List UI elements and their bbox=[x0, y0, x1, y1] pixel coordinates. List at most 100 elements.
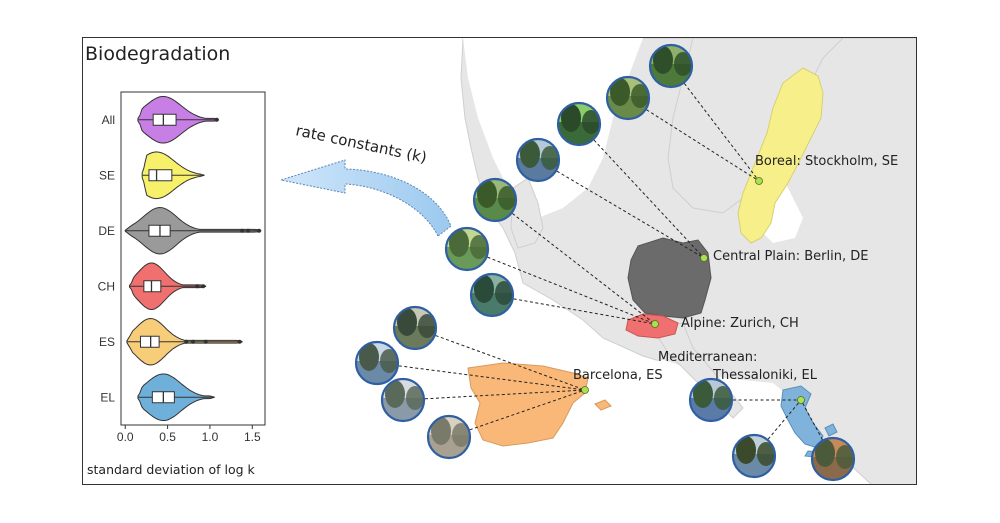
photo-tree-b-12 bbox=[757, 442, 775, 466]
outlier-ch-1 bbox=[201, 284, 206, 289]
site-photo-0 bbox=[648, 43, 694, 89]
site-dot-stockholm bbox=[755, 177, 763, 185]
photo-ring-13 bbox=[810, 436, 856, 482]
photo-tree-a-3 bbox=[520, 140, 540, 168]
site-photo-content-4 bbox=[474, 179, 516, 221]
photo-tree-b-3 bbox=[541, 146, 559, 170]
photo-ring-6 bbox=[469, 272, 515, 318]
photo-ring-9 bbox=[380, 377, 426, 423]
photo-tree-a-10 bbox=[431, 417, 451, 445]
site-dot-berlin bbox=[700, 254, 708, 262]
site-photo-2 bbox=[556, 101, 602, 147]
photo-tree-a-4 bbox=[477, 180, 497, 208]
curved-arrow-shape bbox=[280, 159, 452, 237]
x-tick-0: 0.0 bbox=[117, 430, 134, 444]
site-photo-3 bbox=[515, 137, 561, 183]
panel-title: Biodegradation bbox=[85, 43, 230, 65]
y-tick-ch: CH bbox=[98, 279, 115, 293]
site-photo-content-7 bbox=[394, 307, 436, 349]
outlier-de-2 bbox=[257, 228, 262, 233]
sites-layer bbox=[354, 43, 856, 482]
outlier-all-0 bbox=[214, 117, 219, 122]
outlier-es-2 bbox=[203, 339, 208, 344]
x-tick-2: 1.0 bbox=[202, 430, 219, 444]
photo-ring-11 bbox=[688, 377, 734, 423]
arrow-label: rate constants (k) bbox=[294, 121, 428, 166]
photo-ring-2 bbox=[556, 101, 602, 147]
label-zurich: Alpine: Zurich, CH bbox=[681, 316, 799, 331]
photo-tree-b-11 bbox=[714, 386, 732, 410]
photo-ring-10 bbox=[426, 414, 472, 460]
box-se bbox=[148, 169, 173, 182]
plot-area bbox=[120, 91, 266, 426]
site-photo-8 bbox=[354, 340, 400, 386]
photo-tree-b-5 bbox=[470, 235, 488, 259]
x-tick-3: 1.5 bbox=[244, 430, 261, 444]
figure-panel: Boreal: Stockholm, SE Central Plain: Ber… bbox=[82, 37, 917, 485]
label-mediterranean: Mediterranean: bbox=[658, 350, 757, 365]
link-line-7 bbox=[414, 327, 586, 391]
photo-tree-a-5 bbox=[449, 229, 469, 257]
germany-region bbox=[627, 237, 712, 319]
outlier-ch-0 bbox=[195, 284, 200, 289]
site-photo-content-5 bbox=[446, 228, 488, 270]
site-photo-content-13 bbox=[812, 438, 854, 480]
site-photo-12 bbox=[731, 433, 777, 479]
outlier-de-1 bbox=[246, 228, 251, 233]
y-tick-de: DE bbox=[98, 224, 115, 238]
outlier-es-1 bbox=[191, 339, 195, 344]
site-photo-content-12 bbox=[733, 435, 775, 477]
figure-canvas: Boreal: Stockholm, SE Central Plain: Ber… bbox=[85, 38, 916, 484]
photo-ring-4 bbox=[472, 177, 518, 223]
site-photo-content-6 bbox=[471, 274, 513, 316]
photo-tree-a-11 bbox=[693, 380, 713, 408]
label-barcelona: Barcelona, ES bbox=[573, 368, 663, 383]
photo-tree-b-1 bbox=[631, 84, 649, 108]
photo-ring-3 bbox=[515, 137, 561, 183]
site-photo-content-8 bbox=[356, 342, 398, 384]
link-line-1 bbox=[627, 97, 760, 182]
site-photo-11 bbox=[688, 377, 734, 423]
outlier-es-3 bbox=[237, 339, 242, 344]
box-ch bbox=[143, 280, 162, 293]
photo-tree-a-0 bbox=[653, 46, 673, 74]
site-photo-7 bbox=[392, 305, 438, 351]
photo-tree-a-13 bbox=[815, 439, 835, 467]
box-all bbox=[152, 113, 177, 126]
label-stockholm: Boreal: Stockholm, SE bbox=[755, 154, 898, 169]
link-line-3 bbox=[537, 159, 705, 259]
photo-tree-a-2 bbox=[561, 104, 581, 132]
link-line-9 bbox=[402, 389, 586, 401]
photo-tree-b-6 bbox=[495, 281, 513, 305]
site-photo-content-3 bbox=[517, 139, 559, 181]
photo-tree-b-2 bbox=[582, 110, 600, 134]
site-photo-content-1 bbox=[607, 77, 649, 119]
photo-tree-a-8 bbox=[359, 343, 379, 371]
photo-tree-b-7 bbox=[418, 314, 436, 338]
photo-ring-7 bbox=[392, 305, 438, 351]
x-axis-label: standard deviation of log k bbox=[87, 462, 256, 477]
photo-ring-12 bbox=[731, 433, 777, 479]
outlier-de-0 bbox=[240, 228, 245, 233]
rate-constants-arrow: rate constants (k) bbox=[280, 121, 452, 237]
label-thessaloniki: Thessaloniki, EL bbox=[712, 368, 818, 383]
site-photo-13 bbox=[810, 436, 856, 482]
sea bbox=[463, 38, 643, 218]
site-photo-content-9 bbox=[382, 379, 424, 421]
photo-tree-a-12 bbox=[736, 436, 756, 464]
link-line-8 bbox=[376, 362, 586, 391]
site-dot-barcelona bbox=[581, 386, 589, 394]
photo-tree-b-13 bbox=[836, 445, 854, 469]
site-photo-content-0 bbox=[650, 45, 692, 87]
balearic-islands bbox=[594, 399, 612, 411]
box-es bbox=[139, 335, 160, 348]
spain-region bbox=[467, 362, 589, 447]
site-dot-thessaloniki bbox=[797, 396, 805, 404]
site-photo-content-11 bbox=[690, 379, 732, 421]
photo-ring-5 bbox=[444, 226, 490, 272]
map-labels: Boreal: Stockholm, SE Central Plain: Ber… bbox=[573, 154, 898, 383]
link-line-10 bbox=[448, 389, 586, 438]
y-tick-all: All bbox=[102, 113, 115, 127]
